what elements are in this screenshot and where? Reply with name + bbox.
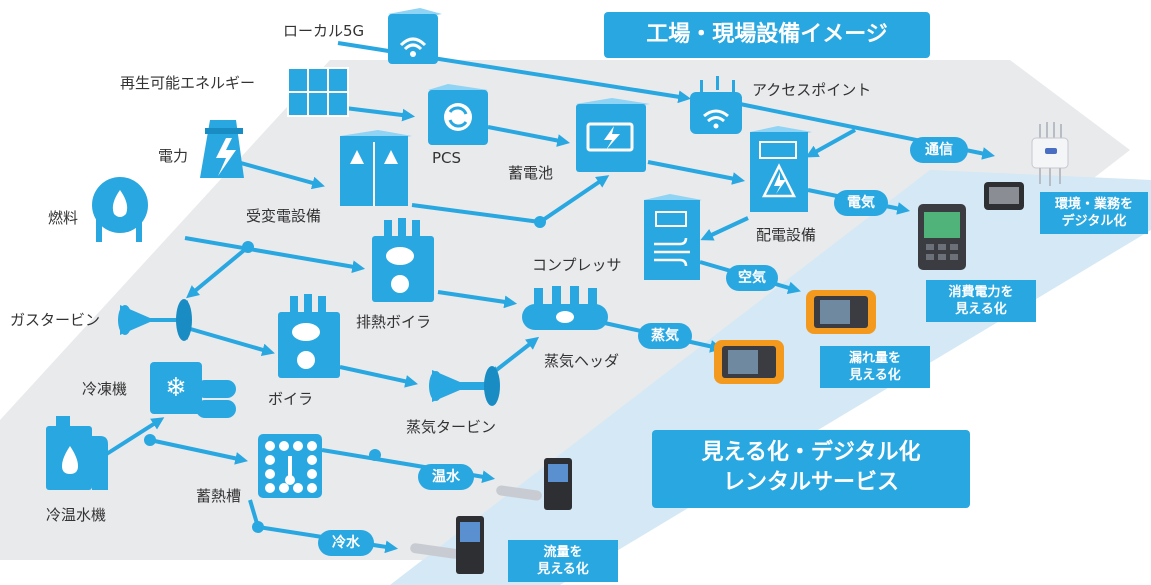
label-local5g: ローカル5G bbox=[283, 22, 365, 40]
svg-text:❄: ❄ bbox=[165, 373, 187, 403]
label-battery: 蓄電池 bbox=[508, 164, 554, 182]
label-heat-tank: 蓄熱槽 bbox=[196, 487, 242, 505]
pill-steam: 蒸気 bbox=[638, 323, 692, 349]
distribution-icon bbox=[750, 126, 812, 212]
title-bottom: 見える化・デジタル化 レンタルサービス bbox=[652, 430, 970, 508]
power-tower-icon bbox=[200, 120, 244, 178]
fuel-tank-icon bbox=[92, 177, 148, 242]
label-compressor: コンプレッサ bbox=[532, 256, 622, 274]
label-distribution: 配電設備 bbox=[756, 226, 817, 244]
title-bottom-line1: 見える化・デジタル化 bbox=[701, 440, 921, 465]
iot-gateway-device bbox=[1031, 122, 1069, 186]
data-logger-device bbox=[984, 182, 1024, 210]
pill-electric: 電気 bbox=[834, 190, 888, 216]
waste-boiler-icon bbox=[372, 218, 434, 302]
info-leak: 漏れ量を 見える化 bbox=[820, 346, 930, 388]
gas-turbine-icon bbox=[118, 299, 192, 341]
compressor-icon bbox=[644, 194, 702, 280]
steam-turbine-icon bbox=[429, 366, 500, 406]
info-power-consumption: 消費電力を 見える化 bbox=[926, 280, 1036, 322]
label-power: 電力 bbox=[158, 147, 189, 165]
leak-detector-device-1 bbox=[806, 290, 876, 334]
leak-detector-device-2 bbox=[714, 340, 784, 384]
boiler-icon bbox=[278, 294, 340, 378]
label-steam-turbine: 蒸気タービン bbox=[406, 418, 497, 436]
steam-header-icon bbox=[522, 286, 608, 330]
info-flow-line1: 流量を bbox=[543, 545, 583, 560]
info-leak-line1: 漏れ量を bbox=[848, 351, 901, 366]
power-analyzer-device bbox=[918, 204, 966, 270]
info-flow-rate: 流量を 見える化 bbox=[508, 540, 618, 582]
label-steam-header: 蒸気ヘッダ bbox=[544, 352, 620, 370]
label-access-point: アクセスポイント bbox=[752, 81, 872, 99]
substation-icon bbox=[340, 130, 412, 206]
title-top: 工場・現場設備イメージ bbox=[604, 12, 930, 58]
title-bottom-line2: レンタルサービス bbox=[722, 470, 899, 495]
label-boiler: ボイラ bbox=[268, 390, 314, 408]
label-substation: 受変電設備 bbox=[246, 207, 322, 225]
access-point-icon bbox=[690, 76, 742, 134]
info-leak-line2: 見える化 bbox=[849, 368, 901, 383]
chiller-heater-icon bbox=[46, 416, 108, 490]
info-environment: 環境・業務を デジタル化 bbox=[1040, 192, 1148, 234]
label-pcs: PCS bbox=[432, 149, 462, 167]
info-environment-line2: デジタル化 bbox=[1061, 214, 1127, 229]
flow-meter-device-1 bbox=[496, 458, 572, 510]
info-power-line1: 消費電力を bbox=[948, 285, 1014, 300]
flow-meter-device-2 bbox=[410, 516, 484, 574]
label-renewable: 再生可能エネルギー bbox=[120, 74, 256, 92]
heat-tank-icon bbox=[258, 434, 322, 498]
pill-air: 空気 bbox=[726, 265, 778, 291]
label-gas-turbine: ガスタービン bbox=[10, 311, 101, 329]
refrigerator-icon: ❄ bbox=[150, 362, 236, 418]
label-refrigerator: 冷凍機 bbox=[82, 380, 128, 398]
pcs-icon bbox=[428, 84, 488, 145]
label-chiller-heater: 冷温水機 bbox=[46, 506, 107, 524]
pill-hot-water: 温水 bbox=[418, 464, 474, 490]
flow-junctions bbox=[144, 216, 546, 533]
solar-panel-icon bbox=[287, 67, 349, 117]
local5g-icon bbox=[388, 8, 442, 64]
pill-cold-water: 冷水 bbox=[318, 530, 374, 556]
label-waste-boiler: 排熱ボイラ bbox=[356, 313, 432, 331]
info-power-line2: 見える化 bbox=[955, 302, 1007, 317]
label-fuel: 燃料 bbox=[48, 209, 79, 227]
info-flow-line2: 見える化 bbox=[537, 562, 589, 577]
info-environment-line1: 環境・業務を bbox=[1054, 197, 1133, 212]
battery-icon bbox=[576, 98, 650, 172]
pill-comm: 通信 bbox=[910, 137, 968, 163]
